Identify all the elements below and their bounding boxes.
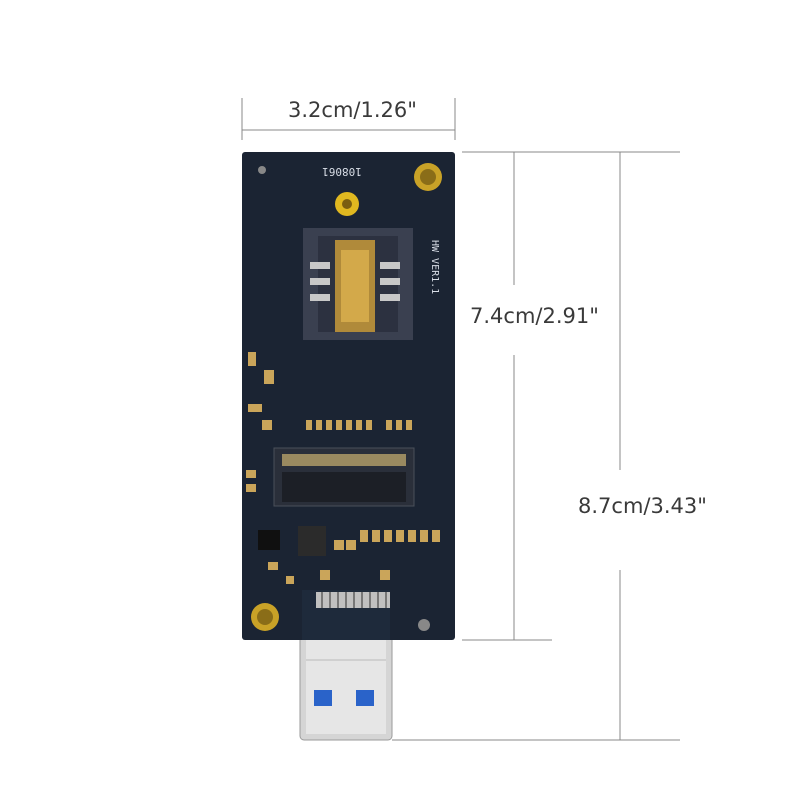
- usb-tongue-right: [356, 690, 374, 706]
- width-dimension-line: [241, 98, 456, 140]
- version-text: HW VER1.1: [429, 240, 440, 294]
- board-length-dimension-label: 7.4cm/2.91": [470, 304, 599, 328]
- inductor-2r2: [298, 526, 326, 556]
- m2-key-b-slot: [273, 447, 415, 507]
- width-dimension-label: 3.2cm/1.26": [288, 98, 417, 122]
- serial-text: 108061: [322, 165, 362, 178]
- sim-card-slot: [303, 228, 413, 340]
- smd-components: [246, 352, 440, 584]
- usb-header-pins: [316, 592, 390, 608]
- pcb-board: 108061 HW VER1.1: [242, 152, 455, 640]
- board-length-dimension-line: [462, 151, 552, 641]
- chip-u2: [258, 530, 280, 550]
- total-length-dimension-label: 8.7cm/3.43": [578, 494, 707, 518]
- total-length-dimension-line: [392, 151, 680, 741]
- usb-tongue-left: [314, 690, 332, 706]
- pad-j2: [418, 619, 430, 631]
